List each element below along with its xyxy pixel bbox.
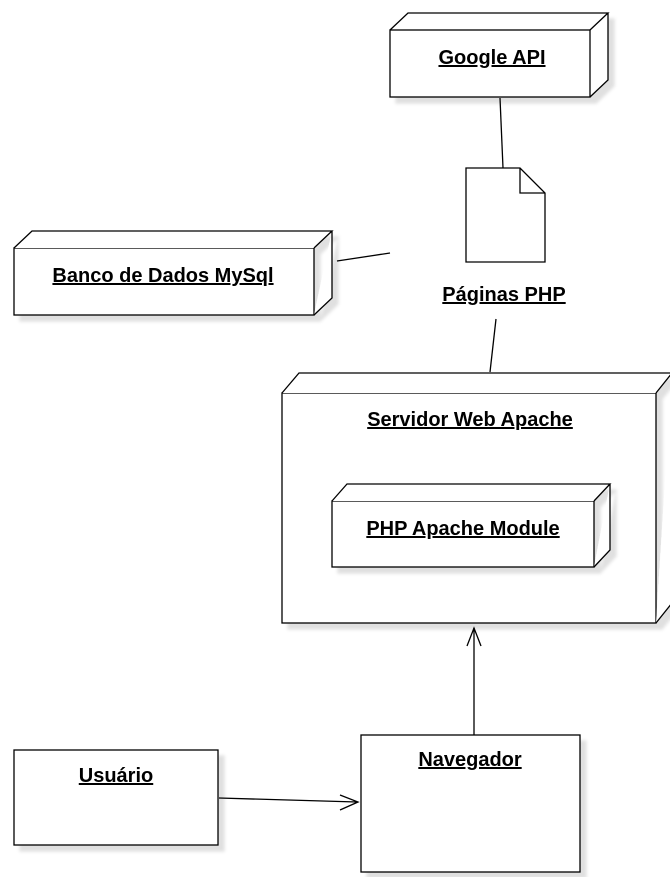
artifact-php-pages bbox=[465, 167, 546, 263]
link-mysql-to-pages bbox=[336, 252, 391, 262]
node-label-mysql: Banco de Dados MySql bbox=[52, 265, 273, 287]
document-icon bbox=[465, 167, 546, 263]
node-label-google-api: Google API bbox=[438, 47, 545, 69]
connectors bbox=[218, 97, 504, 811]
link-user-to-browser bbox=[218, 797, 358, 803]
node-label-user: Usuário bbox=[79, 765, 153, 787]
link-google-to-pages bbox=[499, 97, 504, 169]
link-pages-to-apache bbox=[489, 318, 497, 373]
document-fold bbox=[519, 168, 545, 194]
node-browser bbox=[360, 734, 581, 873]
node-user bbox=[13, 749, 219, 846]
arrowhead-to-apache bbox=[466, 626, 482, 647]
node-label-php-module: PHP Apache Module bbox=[366, 518, 559, 540]
node-mysql bbox=[13, 230, 334, 316]
node-google-api bbox=[389, 12, 610, 98]
artifact-label-php-pages: Páginas PHP bbox=[442, 284, 565, 306]
node-label-apache: Servidor Web Apache bbox=[367, 409, 573, 431]
node-label-browser: Navegador bbox=[418, 749, 522, 771]
arrowhead-to-browser bbox=[339, 794, 360, 811]
node-php-module bbox=[331, 483, 612, 568]
